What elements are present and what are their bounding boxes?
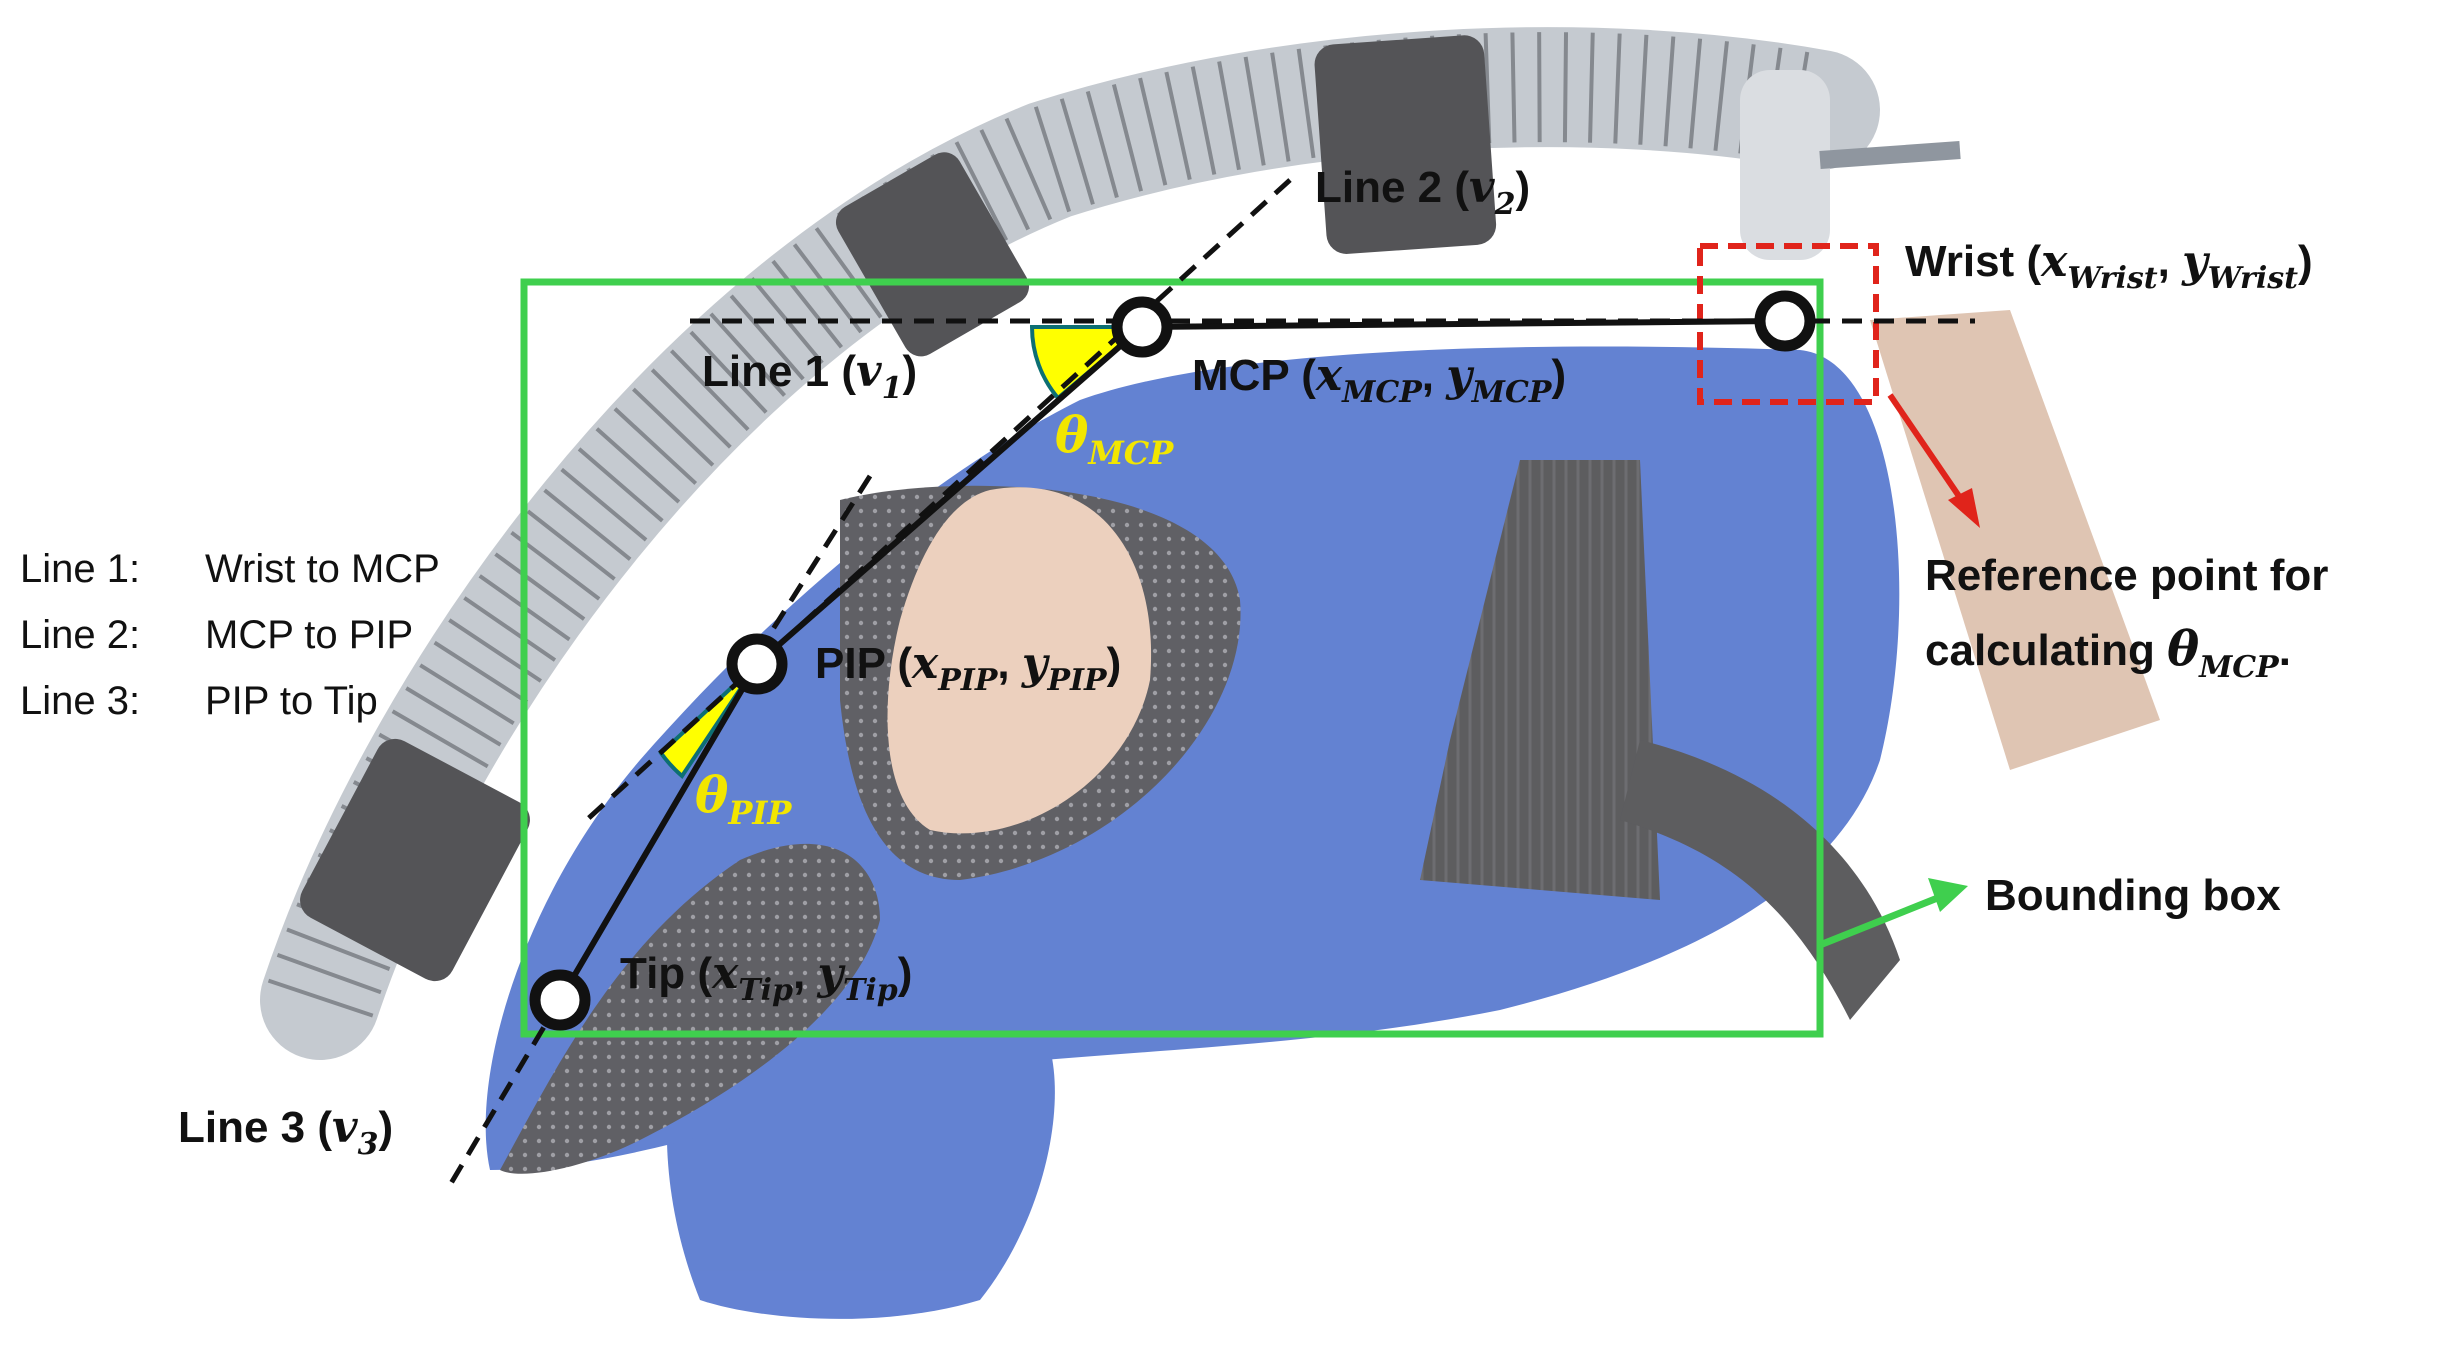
line3-dashed	[447, 998, 563, 1187]
actuator-coil	[267, 32, 1830, 1018]
wrist-label: Wrist (xWrist, yWrist)	[1905, 236, 2313, 296]
tube-clip	[1314, 35, 1497, 254]
skeleton-lines	[557, 318, 1786, 1002]
glove-photo	[260, 27, 2160, 1319]
legend-value-2: MCP to PIP	[205, 613, 413, 657]
velcro-strap	[1420, 460, 1660, 900]
tube-cap	[1740, 70, 1830, 260]
legend: Line 1: Wrist to MCP Line 2: MCP to PIP …	[20, 547, 440, 723]
mcp-angle-label: θMCP	[1055, 405, 1174, 472]
reference-box	[1697, 243, 1879, 405]
wires	[1819, 141, 1961, 169]
tip-joint	[529, 969, 591, 1031]
mesh-finger	[500, 843, 880, 1174]
reference-arrow-head	[1948, 488, 1980, 528]
tip-label: Tip (xTip, yTip)	[620, 948, 912, 1008]
reference-note-line2: calculating θMCP.	[1925, 621, 2291, 685]
pip-label: PIP (xPIP, yPIP)	[815, 638, 1121, 698]
mcp-joint	[1111, 296, 1173, 358]
pip-angle-label: θPIP	[695, 765, 792, 832]
velcro-band	[1620, 740, 1900, 1020]
pip-joint	[726, 633, 788, 695]
bounding-box	[520, 278, 1824, 1038]
forearm	[1870, 310, 2160, 770]
bounding-box-arrow	[1818, 891, 1947, 949]
line2-label: Line 2 (v2)	[1315, 162, 1530, 222]
legend-key-1: Line 1:	[20, 547, 140, 591]
tube-clip	[835, 152, 1030, 357]
wrist-joint	[1754, 290, 1816, 352]
reference-arrow	[1887, 393, 1968, 507]
legend-value-3: PIP to Tip	[205, 679, 378, 723]
legend-key-3: Line 3:	[20, 679, 140, 723]
line3-label: Line 3 (v3)	[178, 1102, 393, 1162]
bounding-box-arrow-head	[1928, 878, 1968, 912]
bounding-box-label: Bounding box	[1985, 871, 2281, 920]
reference-note-line1: Reference point for	[1925, 551, 2328, 600]
legend-value-1: Wrist to MCP	[205, 547, 440, 591]
line1-label: Line 1 (v1)	[702, 346, 917, 406]
legend-key-2: Line 2:	[20, 613, 140, 657]
skin-window	[887, 487, 1152, 834]
mcp-label: MCP (xMCP, yMCP)	[1192, 350, 1566, 410]
tube-clip	[300, 738, 530, 982]
